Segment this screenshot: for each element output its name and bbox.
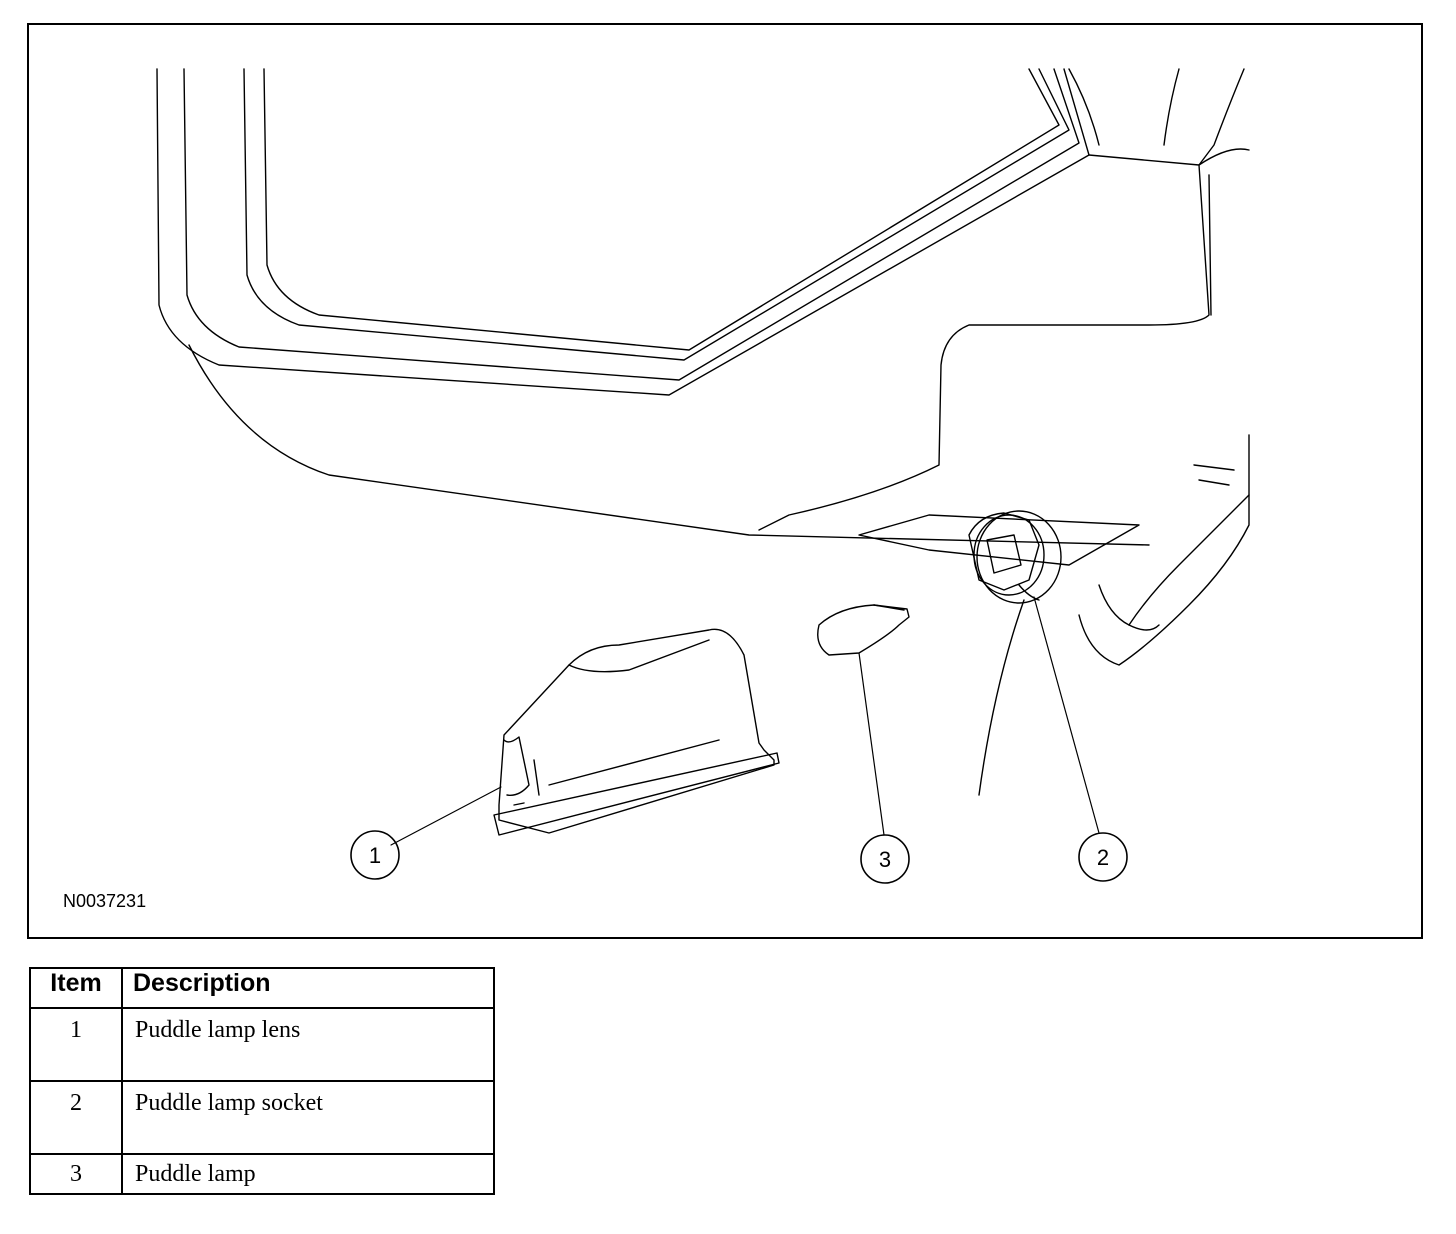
callout-2: 2 (1078, 832, 1128, 882)
legend-row-item: 2 (29, 1080, 123, 1155)
legend-row: 2 Puddle lamp socket (29, 1080, 495, 1155)
legend-table: Item Description 1 Puddle lamp lens 2 Pu… (29, 967, 495, 1195)
door-frame-outline (156, 68, 1250, 546)
callout-3: 3 (860, 834, 910, 884)
callout-3-circle (860, 834, 910, 884)
leader-lines (390, 596, 1100, 846)
socket-drawing (968, 510, 1062, 604)
legend-row-description: Puddle lamp socket (121, 1080, 495, 1155)
callout-2-circle (1078, 832, 1128, 882)
legend-row-item: 1 (29, 1007, 123, 1082)
legend-row: 3 Puddle lamp (29, 1153, 495, 1195)
legend-row: 1 Puddle lamp lens (29, 1007, 495, 1082)
bulb-drawing (817, 604, 910, 656)
puddle-lamp-illustration: 1 3 2 (156, 68, 1250, 884)
legend-header-description: Description (121, 967, 495, 1009)
lens-drawing (493, 628, 780, 836)
mirror-lower-housing (858, 434, 1250, 796)
callout-1: 1 (350, 830, 400, 880)
callout-1-number: 1 (369, 843, 381, 868)
legend-row-item: 3 (29, 1153, 123, 1195)
callout-2-number: 2 (1097, 845, 1109, 870)
figure-id-label: N0037231 (63, 891, 147, 911)
legend-row-description: Puddle lamp lens (121, 1007, 495, 1082)
legend-header-row: Item Description (29, 967, 495, 1009)
callout-3-number: 3 (879, 847, 891, 872)
callout-1-circle (350, 830, 400, 880)
legend-header-item: Item (29, 967, 123, 1009)
diagram-figure: 1 3 2 N0037231 (27, 23, 1423, 939)
legend-row-description: Puddle lamp (121, 1153, 495, 1195)
